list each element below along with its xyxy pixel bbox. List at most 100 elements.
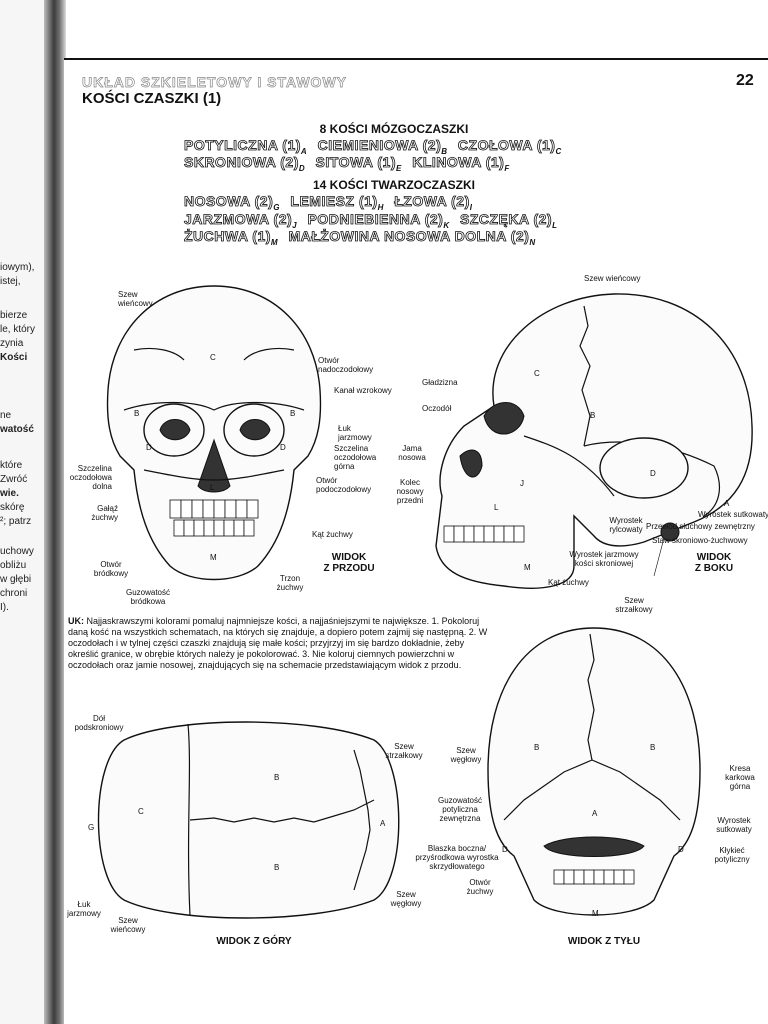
left-fragment: Zwróć bbox=[0, 474, 28, 485]
face-bones-row: ŻUCHWA (1)M MAŁŻOWINA NOSOWA DOLNA (2)N bbox=[184, 228, 542, 247]
face-bones-heading: 14 KOŚCI TWARZOCZASZKI bbox=[312, 178, 475, 192]
label-guzowatosc-brodkowa: Guzowatość bródkowa bbox=[125, 588, 171, 606]
label-wyrostek-rylcowaty: Wyrostek rylcowaty bbox=[609, 516, 643, 534]
lower-teeth bbox=[173, 519, 255, 537]
left-fragment: zynia bbox=[0, 338, 24, 349]
left-fragment: istej, bbox=[0, 276, 21, 287]
label-kanal-wzrokowy: Kanał wzrokowy bbox=[334, 386, 392, 395]
label-otwor-brodkowy: Otwór bródkowy bbox=[93, 560, 129, 578]
bone-letter-c: C bbox=[138, 807, 144, 816]
bone-letter-m: M bbox=[592, 909, 599, 918]
left-fragment: bierze bbox=[0, 310, 28, 321]
bone-item: LEMIESZ (1)H bbox=[290, 193, 384, 212]
left-fragment: ²; patrz bbox=[0, 516, 32, 527]
coloring-instructions: UK: Najjaskrawszymi kolorami pomaluj naj… bbox=[68, 616, 488, 670]
bone-letter-d: D bbox=[650, 469, 656, 478]
bone-item: SZCZĘKA (2)L bbox=[460, 211, 558, 230]
bone-letter-a: A bbox=[724, 499, 730, 508]
left-fragment: obliżu bbox=[0, 560, 27, 571]
label-kat-zuchwy-side: Kąt żuchwy bbox=[548, 578, 589, 587]
left-fragment: I). bbox=[0, 602, 9, 613]
bone-letter-b: B bbox=[274, 773, 279, 782]
bone-item: SITOWA (1)E bbox=[315, 154, 402, 173]
left-fragment: le, który bbox=[0, 324, 36, 335]
left-fragment: ne bbox=[0, 410, 12, 421]
label-wyrostek-sutkowaty-back: Wyrostek sutkowaty bbox=[716, 816, 752, 834]
brain-bones-heading: 8 KOŚCI MÓZGOCZASZKI bbox=[319, 122, 469, 136]
left-fragment: które bbox=[0, 460, 23, 471]
bone-letter-b: B bbox=[590, 411, 595, 420]
bone-letter-c: C bbox=[534, 369, 540, 378]
face-bones-row: JARZMOWA (2)J PODNIEBIENNA (2)K SZCZĘKA … bbox=[184, 211, 563, 230]
label-otwor-podoczodolowy: Otwór podoczodołowy bbox=[316, 476, 372, 494]
label-trzon-zuchwy: Trzon żuchwy bbox=[276, 574, 304, 592]
bone-letter-b: B bbox=[134, 409, 139, 418]
label-szew-wiencowy-top: Szew wieńcowy bbox=[110, 916, 146, 934]
left-fragment: skórę bbox=[0, 502, 25, 513]
label-kolec-nosowy: Kolec nosowy przedni bbox=[396, 478, 424, 505]
side-skull-illustration: B C D A J L M bbox=[435, 293, 753, 589]
face-bones-row: NOSOWA (2)G LEMIESZ (1)H ŁZOWA (2)I bbox=[184, 193, 479, 212]
label-szczelina-dolna: Szczelina oczodołowa dolna bbox=[69, 464, 112, 491]
brain-bones-row: SKRONIOWA (2)D SITOWA (1)E KLINOWA (1)F bbox=[184, 154, 516, 173]
bone-letter-d: D bbox=[280, 443, 286, 452]
brain-bones-row: POTYLICZNA (1)A CIEMIENIOWA (2)B CZOŁOWA… bbox=[184, 137, 568, 156]
bone-letter-b: B bbox=[650, 743, 655, 752]
bone-letter-d: D bbox=[146, 443, 152, 452]
bone-letter-a: A bbox=[380, 819, 386, 828]
bone-letter-d: D bbox=[678, 845, 684, 854]
left-fragment: Kości bbox=[0, 352, 28, 363]
bone-letter-d: D bbox=[502, 845, 508, 854]
page-title: KOŚCI CZASZKI (1) bbox=[82, 90, 222, 107]
left-fragment: iowym), bbox=[0, 262, 35, 273]
left-fragment: chroni bbox=[0, 588, 28, 599]
left-fragment: uchowy bbox=[0, 546, 34, 557]
bone-item: ŁZOWA (2)I bbox=[394, 193, 473, 212]
label-szew-weglowy-back: Szew węgłowy bbox=[450, 746, 482, 764]
top-skull-illustration: C B B A G bbox=[88, 721, 400, 919]
bone-letter-b: B bbox=[290, 409, 295, 418]
page-number: 22 bbox=[736, 72, 754, 89]
label-szew-strzalkowy-back: Szew strzałkowy bbox=[615, 596, 653, 614]
label-gladzizna: Gładzizna bbox=[422, 378, 458, 387]
bone-letter-b: B bbox=[274, 863, 279, 872]
book-binding-shadow bbox=[44, 0, 66, 1024]
label-wyrostek-sutkowaty-side: Wyrostek sutkowaty bbox=[698, 510, 768, 519]
back-teeth bbox=[553, 869, 635, 885]
bone-letter-b: B bbox=[534, 743, 539, 752]
label-staw: Staw skroniowo-żuchwowy bbox=[652, 536, 748, 545]
label-jama-nosowa: Jama nosowa bbox=[398, 444, 426, 462]
bone-item: SKRONIOWA (2)D bbox=[184, 154, 306, 173]
label-oczodol: Oczodół bbox=[422, 404, 452, 413]
bone-letter-j: J bbox=[520, 479, 524, 488]
bone-item: JARZMOWA (2)J bbox=[184, 211, 298, 230]
label-szew-wiencowy-side: Szew wieńcowy bbox=[584, 274, 641, 283]
label-szczelina-gorna: Szczelina oczodołowa górna bbox=[334, 444, 377, 471]
bone-item: NOSOWA (2)G bbox=[184, 193, 280, 212]
page: UKŁAD SZKIELETOWY I STAWOWY 22 KOŚCI CZA… bbox=[64, 58, 768, 1024]
label-kat-zuchwy-front: Kąt żuchwy bbox=[312, 530, 353, 539]
running-title: UKŁAD SZKIELETOWY I STAWOWY bbox=[82, 74, 347, 91]
bone-letter-m: M bbox=[524, 563, 531, 572]
bone-item: CZOŁOWA (1)C bbox=[457, 137, 562, 156]
upper-teeth bbox=[169, 499, 259, 519]
front-skull-illustration: C B B D D L M bbox=[106, 285, 322, 581]
bone-item: MAŁŻOWINA NOSOWA DOLNA (2)N bbox=[288, 228, 536, 247]
bone-letter-l: L bbox=[494, 503, 499, 512]
bone-letter-c: C bbox=[210, 353, 216, 362]
label-przewod-sluchowy: Przewód słuchowy zewnętrzny bbox=[646, 522, 755, 531]
label-galaz-zuchwy: Gałąź żuchwy bbox=[91, 504, 118, 522]
label-guzowatosc-potyliczna: Guzowatość potyliczna zewnętrzna bbox=[437, 796, 483, 823]
bone-item: CIEMIENIOWA (2)B bbox=[317, 137, 448, 156]
left-fragment: wie. bbox=[0, 488, 19, 499]
bone-item: PODNIEBIENNA (2)K bbox=[307, 211, 450, 230]
bone-item: ŻUCHWA (1)M bbox=[184, 228, 279, 247]
label-blaszka: Blaszka boczna/ przyśrodkowa wyrostka sk… bbox=[415, 844, 499, 871]
bone-item: POTYLICZNA (1)A bbox=[184, 137, 308, 156]
label-luk-jarzmowy-top: Łuk jarzmowy bbox=[67, 900, 101, 918]
back-skull-illustration: B B A D D M bbox=[487, 627, 701, 918]
bone-letter-l: L bbox=[210, 483, 215, 492]
left-fragment: watość bbox=[0, 424, 34, 435]
